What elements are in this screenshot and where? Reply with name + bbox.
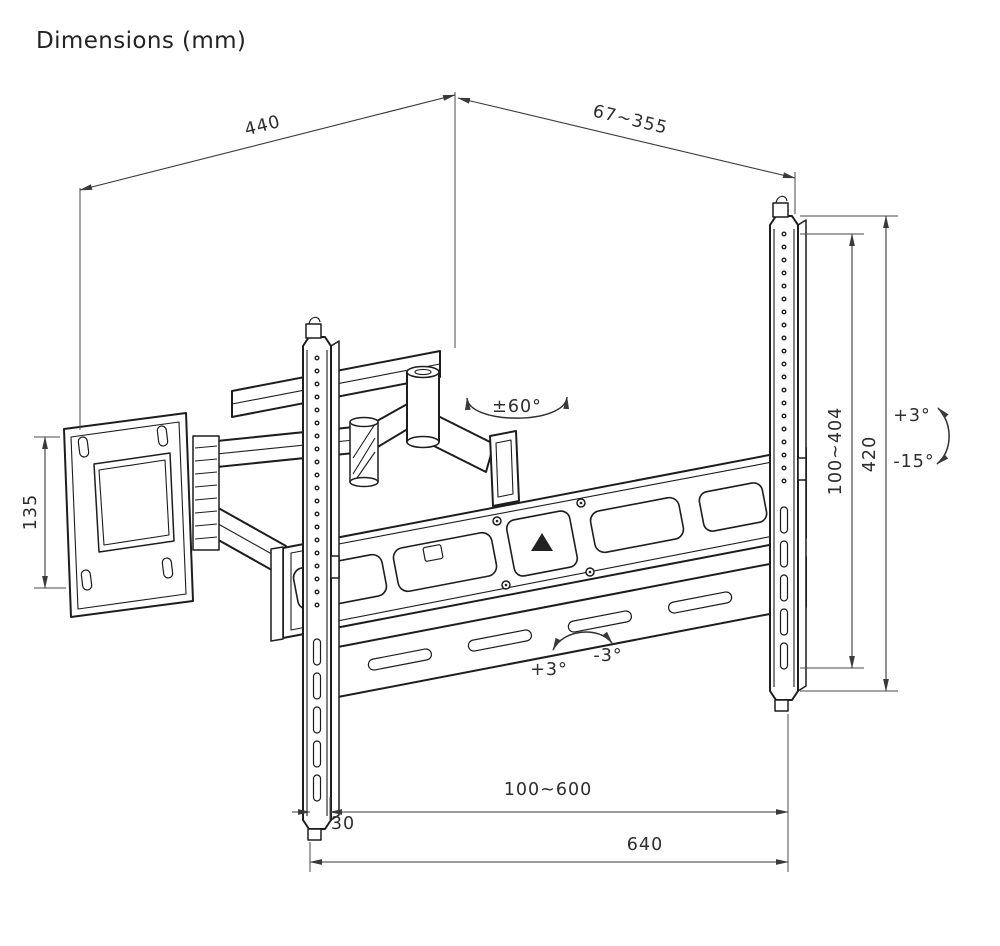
arm-pivot: [349, 416, 379, 488]
tilt-up-small-label: +3°: [530, 660, 568, 680]
rail-slot: [312, 672, 322, 700]
crossbar-cutout: [589, 496, 685, 554]
wall-plate-window: [93, 452, 175, 553]
mounting-slot: [80, 569, 93, 591]
tilt-indicator-bottom: +3° -3°: [530, 631, 622, 680]
diagram-title: Dimensions (mm): [36, 28, 247, 54]
left-vesa-rail: [302, 316, 340, 841]
tilt-indicator-right: +3° -15°: [893, 406, 950, 472]
rail-slot: [779, 540, 789, 568]
rail-slot: [779, 642, 789, 670]
rail-slot: [779, 608, 789, 636]
crossbar-cutout: [392, 531, 498, 593]
logo-triangle: [531, 533, 553, 551]
crossbar-slot: [367, 648, 433, 671]
right-vesa-rail: [769, 195, 807, 712]
dim-label-420: 420: [860, 436, 880, 472]
crossbar-screws: [492, 498, 595, 590]
dim-67-355: 67~355: [457, 97, 796, 179]
dim-100-600: 100~600: [329, 780, 789, 815]
mounting-slot: [156, 425, 169, 447]
rail-top-hook: [772, 202, 789, 218]
dim-135: 135: [21, 436, 48, 589]
tilt-down-label: -15°: [893, 452, 934, 472]
latch-clip: [422, 544, 444, 562]
logo-plate: [505, 510, 579, 577]
crossbar-slot: [567, 610, 633, 633]
rail-top-hook: [305, 323, 322, 339]
rail-slot: [312, 706, 322, 734]
tilt-up-label: +3°: [893, 406, 931, 426]
rail-bottom-latch: [307, 828, 322, 841]
crossbar-cutout: [698, 482, 768, 532]
rail-side-clip: [797, 457, 807, 481]
dim-label-640: 640: [627, 835, 663, 855]
swivel-label: ±60°: [492, 397, 542, 417]
upper-crossbar: [270, 447, 807, 642]
dim-label-100-600: 100~600: [504, 780, 592, 800]
swivel-indicator: ±60°: [465, 396, 569, 419]
articulating-arms: [192, 350, 520, 579]
crossbar-slot: [667, 591, 733, 614]
dim-label-135: 135: [21, 494, 41, 530]
dim-440: 440: [79, 94, 456, 191]
elbow-pivot: [406, 365, 440, 449]
rail-side-clip: [330, 555, 340, 579]
dim-label-440: 440: [243, 112, 283, 140]
arm-spring: [192, 435, 220, 551]
tilt-down-small-label: -3°: [593, 646, 622, 666]
dim-640: 640: [309, 835, 789, 865]
mounting-slot: [77, 436, 90, 458]
rail-slot: [312, 774, 322, 802]
dim-100-404: 100~404: [826, 233, 855, 669]
dim-30: 30: [292, 809, 355, 834]
crossbar-slot: [467, 629, 533, 652]
dim-420: 420: [860, 215, 889, 692]
mounting-slot: [161, 557, 174, 579]
wall-plate: [63, 412, 194, 618]
rail-slot: [779, 574, 789, 602]
tv-bracket-plate: [489, 430, 520, 507]
rail-bottom-latch: [774, 699, 789, 712]
dim-label-100-404: 100~404: [826, 407, 846, 495]
rail-slot: [312, 638, 322, 666]
rail-slot: [779, 506, 789, 534]
dim-label-30: 30: [331, 814, 355, 834]
crossbar-end-cap: [270, 546, 284, 642]
dim-label-67-355: 67~355: [591, 102, 670, 139]
rail-slot: [312, 740, 322, 768]
